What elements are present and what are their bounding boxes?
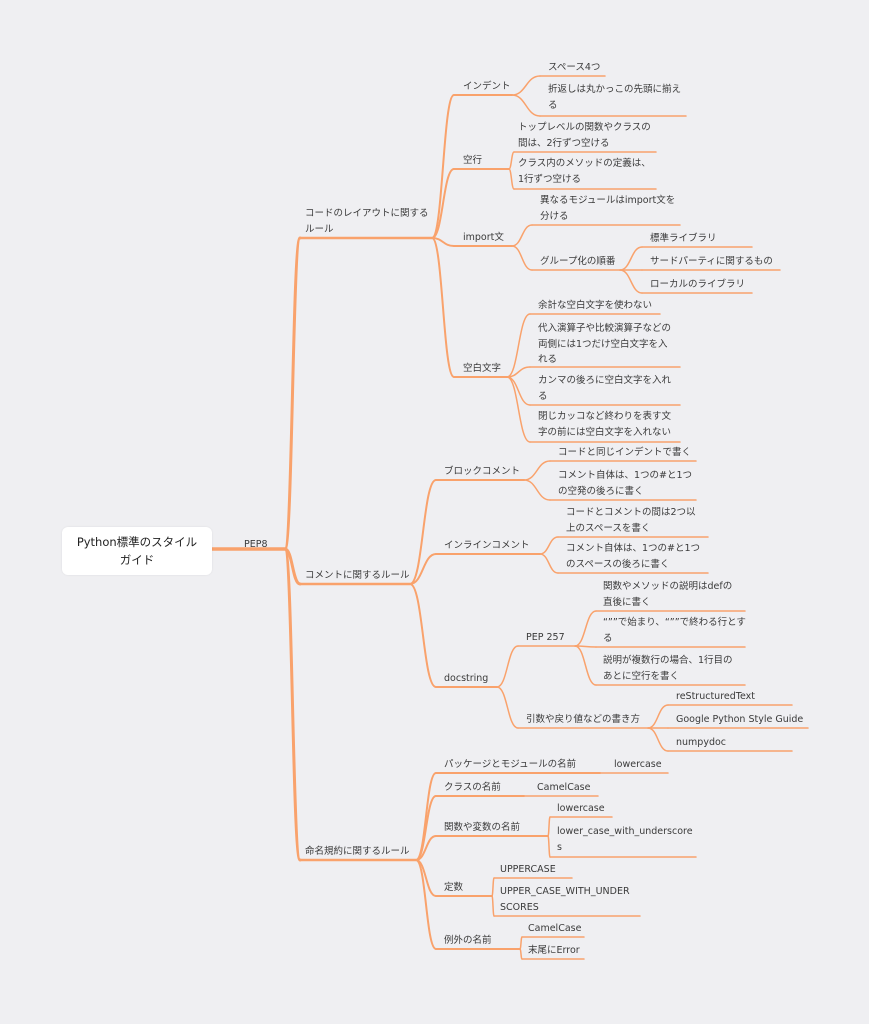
leaf-inline-1[interactable]: コードとコメントの間は2つ以上のスペースを書く [566, 507, 696, 534]
edge-group-1 [619, 246, 643, 271]
edge-comments-inline [409, 553, 437, 585]
leaf-style-1[interactable]: reStructuredText [676, 691, 755, 702]
node-exception-name[interactable]: 例外の名前 [444, 935, 492, 946]
edge-indent-2 [511, 94, 541, 117]
edge-import-group [511, 245, 533, 271]
leaf-ws-4[interactable]: 閉じカッコなど終わりを表す文字の前には空白文字を入れない [538, 411, 672, 438]
leaf-block-2[interactable]: コメント自体は、1つの#と1つの空発の後ろに書く [558, 470, 693, 497]
leaf-ws-3[interactable]: カンマの後ろに空白文字を入れる [538, 375, 672, 402]
node-layout-rules[interactable]: コードのレイアウトに関するルール [305, 208, 429, 235]
node-package-name[interactable]: パッケージとモジュールの名前 [444, 759, 577, 770]
root-node[interactable]: Python標準のスタイルガイド [62, 527, 212, 575]
leaf-ws-2[interactable]: 代入演算子や比較演算子などの両側には1つだけ空白文字を入れる [538, 323, 672, 365]
edge-ws-3 [506, 376, 531, 406]
edge-doc-styles [496, 686, 519, 729]
edge-exc-2 [519, 948, 523, 960]
edge-exc-1 [519, 936, 523, 950]
edge-pep257-3 [574, 645, 597, 686]
leaf-group-3[interactable]: ローカルのライブラリ [650, 279, 746, 290]
leaf-group-1[interactable]: 標準ライブラリ [650, 233, 717, 244]
edge-func-1 [547, 816, 551, 837]
edge-comments-docstring [409, 583, 437, 688]
node-constant[interactable]: 定数 [444, 882, 464, 893]
edge-naming-func [415, 835, 437, 861]
edge-pep257-1 [574, 610, 597, 647]
leaf-pep257-2[interactable]: “””で始まり、“””で終わる行とする [603, 617, 746, 644]
node-whitespace[interactable]: 空白文字 [463, 363, 502, 374]
edge-block-2 [523, 479, 551, 501]
node-inline-comment[interactable]: インラインコメント [444, 540, 530, 551]
node-class-name[interactable]: クラスの名前 [444, 782, 501, 793]
leaf-exception-2[interactable]: 末尾にError [528, 945, 580, 956]
edge-style-3 [647, 727, 669, 752]
edge-layout-blank [431, 168, 455, 239]
leaf-indent-1[interactable]: スペース4つ [548, 62, 601, 73]
leaf-exception-1[interactable]: CamelCase [528, 923, 582, 934]
leaf-inline-2[interactable]: コメント自体は、1つの#と1つのスペースの後ろに書く [566, 543, 701, 570]
node-naming-rules[interactable]: 命名規約に関するルール [305, 846, 410, 857]
leaf-ws-1[interactable]: 余計な空白文字を使わない [538, 300, 653, 311]
leaf-group-2[interactable]: サードパーティに関するもの [650, 256, 773, 267]
edge-inline-1 [539, 536, 559, 555]
node-comment-rules[interactable]: コメントに関するルール [305, 570, 410, 581]
edge-style-1 [647, 704, 669, 729]
node-pep257[interactable]: PEP 257 [526, 632, 565, 643]
node-arg-styles[interactable]: 引数や戻り値などの書き方 [526, 714, 641, 725]
edge-blank-1 [508, 151, 515, 170]
leaf-pep257-3[interactable]: 説明が複数行の場合、1行目のあとに空行を書く [603, 655, 733, 682]
edge-const-1 [491, 877, 495, 897]
node-blank-lines[interactable]: 空行 [463, 155, 483, 166]
edge-layout-indent [431, 94, 455, 239]
edge-indent-1 [511, 75, 541, 96]
node-pep8[interactable]: PEP8 [244, 539, 268, 550]
leaf-const-1[interactable]: UPPERCASE [500, 864, 556, 875]
edge-ws-2 [506, 366, 531, 378]
edge-group-3 [619, 269, 643, 294]
leaf-pep257-1[interactable]: 関数やメソッドの説明はdefの直後に書く [603, 581, 733, 608]
leaf-class-value[interactable]: CamelCase [537, 782, 591, 793]
edge-doc-pep257 [496, 645, 519, 688]
node-indent[interactable]: インデント [463, 81, 511, 92]
edge-layout-import [431, 237, 455, 247]
leaf-import-1[interactable]: 異なるモジュールはimport文を分ける [540, 195, 676, 222]
leaf-style-3[interactable]: numpydoc [676, 737, 727, 748]
node-block-comment[interactable]: ブロックコメント [444, 466, 521, 477]
leaf-func-1[interactable]: lowercase [557, 803, 605, 814]
edge-ws-1 [506, 313, 531, 378]
edge-inline-2 [539, 553, 559, 574]
edge-comments-block [409, 479, 437, 585]
edge-const-2 [491, 895, 495, 917]
edge-blank-2 [508, 168, 515, 190]
leaf-blank-1[interactable]: トップレベルの関数やクラスの間は、2行ずつ空ける [518, 122, 651, 149]
node-func-name[interactable]: 関数や変数の名前 [444, 822, 521, 833]
leaf-blank-2[interactable]: クラス内のメソッドの定義は、1行ずつ空ける [518, 158, 651, 185]
edge-ws-4 [506, 376, 531, 443]
node-docstring[interactable]: docstring [444, 673, 489, 684]
edge-func-2 [547, 835, 551, 858]
edge-pep8-layout [283, 236, 302, 551]
node-group-order[interactable]: グループ化の順番 [540, 256, 616, 267]
edge-import-1 [511, 224, 533, 247]
node-import[interactable]: import文 [463, 232, 504, 243]
leaf-package-value[interactable]: lowercase [614, 759, 662, 770]
edge-layout-whitespace [431, 237, 455, 378]
leaf-block-1[interactable]: コードと同じインデントで書く [558, 447, 692, 458]
edge-naming-exception [415, 859, 437, 950]
edge-block-1 [523, 460, 551, 481]
leaf-indent-2[interactable]: 折返しは丸かっこの先頭に揃える [548, 84, 682, 111]
edge-pep8-naming [283, 547, 302, 862]
leaf-style-2[interactable]: Google Python Style Guide [676, 714, 804, 725]
